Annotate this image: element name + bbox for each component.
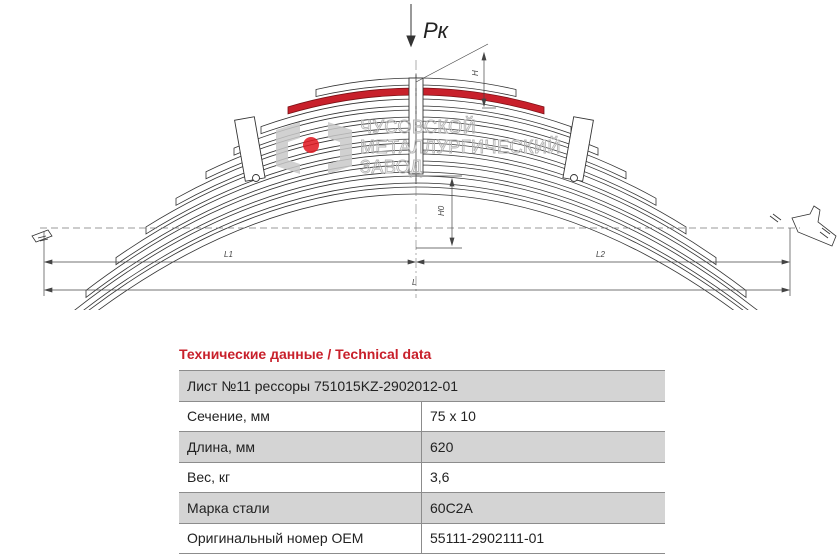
spring-leaf xyxy=(233,109,599,156)
row-label: Вес, кг xyxy=(179,462,422,493)
spring-end-left xyxy=(31,229,53,243)
row-label: Длина, мм xyxy=(179,431,422,463)
load-label: Pк xyxy=(423,18,450,43)
table-header-cell: Лист №11 рессоры 751015KZ-2902012-01 xyxy=(179,370,665,402)
spring-leaf xyxy=(205,120,627,180)
spring-clamp-right xyxy=(562,116,594,182)
row-value: 60С2А xyxy=(421,492,665,524)
spring-leaf xyxy=(74,175,758,310)
row-label: Оригинальный номер OEM xyxy=(179,523,422,554)
spring-leaf xyxy=(85,164,747,299)
technical-data-table: Лист №11 рессоры 751015KZ-2902012-01 Сеч… xyxy=(179,370,665,554)
dim-h0-label: H0 xyxy=(437,205,446,216)
table-header-row: Лист №11 рессоры 751015KZ-2902012-01 xyxy=(179,370,665,402)
watermark-line-3: ЗАВОД xyxy=(360,157,423,177)
dim-l-label: L xyxy=(412,278,416,287)
spring-leaf-highlighted xyxy=(287,87,545,115)
spring-leaf xyxy=(115,153,717,266)
technical-data-title: Технические данные / Technical data xyxy=(179,346,432,362)
spring-leaf xyxy=(315,77,517,98)
spring-leaf xyxy=(88,186,744,310)
dim-h-label: H xyxy=(471,70,480,76)
table-row: Марка стали 60С2А xyxy=(179,492,665,524)
table-row: Вес, кг 3,6 xyxy=(179,462,665,493)
watermark-line-1: ЧУСОВСКОЙ xyxy=(360,116,476,137)
spring-clamp-left xyxy=(234,116,266,182)
row-value: 620 xyxy=(421,431,665,463)
row-value: 55111-2902111-01 xyxy=(421,523,665,554)
dim-l2-label: L2 xyxy=(596,250,605,259)
row-label: Сечение, мм xyxy=(179,401,422,432)
table-row: Длина, мм 620 xyxy=(179,431,665,463)
watermark-line-2: МЕТАЛЛУРГИЧЕСКИЙ xyxy=(360,136,561,157)
row-value: 3,6 xyxy=(421,462,665,493)
leaf-spring-drawing: Pк H H0 L1 L2 L ЧУСОВСКОЙ xyxy=(31,4,837,310)
load-arrow xyxy=(406,4,416,48)
logo-dot-icon xyxy=(303,137,319,153)
dim-h0 xyxy=(416,175,462,249)
spring-end-right xyxy=(769,205,837,247)
row-value: 75 x 10 xyxy=(421,401,665,432)
dim-h xyxy=(415,43,496,109)
table-row: Сечение, мм 75 x 10 xyxy=(179,401,665,432)
dim-lengths xyxy=(43,228,791,296)
table-row: Оригинальный номер OEM 55111-2902111-01 xyxy=(179,523,665,554)
row-label: Марка стали xyxy=(179,492,422,524)
dim-l1-label: L1 xyxy=(224,250,233,259)
watermark-logo xyxy=(276,122,352,174)
